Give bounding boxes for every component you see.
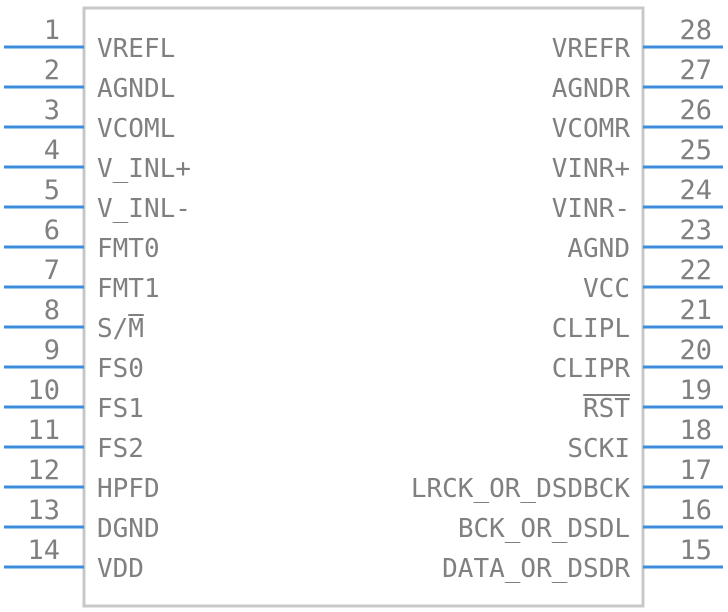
pin-4-number: 4 [44,135,60,166]
pin-6-number: 6 [44,215,60,246]
pin-22-label: VCC [583,274,630,304]
pin-27-number: 27 [679,55,712,86]
pin-25-number: 25 [679,135,712,166]
pin-3-label: VCOML [97,114,175,144]
pin-22-number: 22 [679,255,712,286]
pin-15-number: 15 [679,535,712,566]
pin-20-number: 20 [679,335,712,366]
pin-24-number: 24 [679,175,712,206]
pin-11-label: FS2 [97,434,144,464]
pin-5-number: 5 [44,175,60,206]
pin-24-label: VINR- [552,194,630,224]
pin-28-label: VREFR [552,34,631,64]
pin-23-label: AGND [567,234,630,264]
pin-12-label: HPFD [97,474,160,504]
ic-body [82,6,645,608]
pin-8-number: 8 [44,295,60,326]
pin-4-label: V_INL+ [97,154,191,184]
pin-13-label: DGND [97,514,160,544]
pin-26-number: 26 [679,95,712,126]
pin-12-number: 12 [27,455,60,486]
pin-1-label: VREFL [97,34,175,64]
pin-18-label: SCKI [567,434,630,464]
pin-10-number: 10 [27,375,60,406]
pin-7-number: 7 [44,255,60,286]
pin-26-label: VCOMR [552,114,631,144]
pin-9-label: FS0 [97,354,144,384]
pin-21-label: CLIPL [552,314,630,344]
pin-17-number: 17 [679,455,712,486]
pin-17-label: LRCK_OR_DSDBCK [411,474,630,504]
pin-2-number: 2 [44,55,60,86]
pin-23-number: 23 [679,215,712,246]
pin-20-label: CLIPR [552,354,631,384]
pin-11-number: 11 [27,415,60,446]
pin-8-label: S/M [97,314,144,344]
pin-19-number: 19 [679,375,712,406]
pin-15-label: DATA_OR_DSDR [442,554,630,584]
pin-14-number: 14 [27,535,60,566]
pin-6-label: FMT0 [97,234,160,264]
pin-13-number: 13 [27,495,60,526]
pin-27-label: AGNDR [552,74,631,104]
pin-3-number: 3 [44,95,60,126]
pin-5-label: V_INL- [97,194,191,224]
pin-28-number: 28 [679,15,712,46]
pin-2-label: AGNDL [97,74,175,104]
pin-10-label: FS1 [97,394,144,424]
pin-21-number: 21 [679,295,712,326]
pin-18-number: 18 [679,415,712,446]
pin-16-number: 16 [679,495,712,526]
pin-16-label: BCK_OR_DSDL [458,514,630,544]
pin-14-label: VDD [97,554,144,584]
pin-19-label: RST [583,394,630,424]
pin-1-number: 1 [44,15,60,46]
pin-25-label: VINR+ [552,154,630,184]
pin-7-label: FMT1 [97,274,160,304]
pin-9-number: 9 [44,335,60,366]
